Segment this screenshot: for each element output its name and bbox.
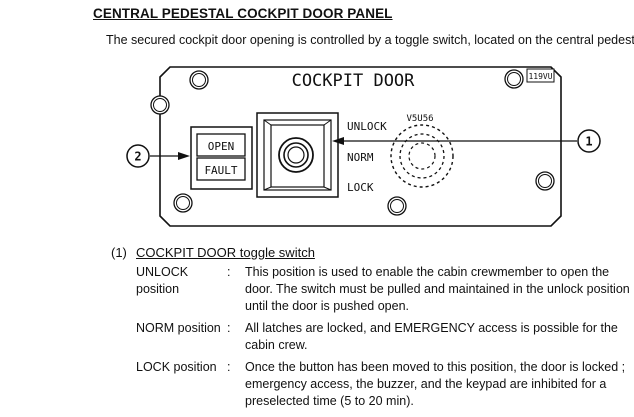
ref-code: 119VU xyxy=(528,72,552,81)
ref-code-box xyxy=(526,68,555,83)
section-title: CENTRAL PEDESTAL COCKPIT DOOR PANEL xyxy=(93,6,393,21)
position-unlock-label: UNLOCK xyxy=(347,120,387,133)
speaker-code: V5U56 xyxy=(406,114,433,124)
position-norm-label: NORM xyxy=(347,151,374,164)
norm-position-colon: : xyxy=(227,321,231,335)
screw-top-left xyxy=(189,70,209,90)
lock-position-label: LOCK position xyxy=(136,360,217,374)
norm-position-label: NORM position xyxy=(136,321,221,335)
screw-bottom-left xyxy=(173,193,193,213)
position-lock-label: LOCK xyxy=(347,181,374,194)
indicator-open-label: OPEN xyxy=(208,140,235,153)
callout-1-number: 1 xyxy=(585,135,592,149)
indicator-open-cell xyxy=(196,133,246,157)
indicator-fault-cell xyxy=(196,157,246,181)
callout-2-number: 2 xyxy=(134,150,141,164)
screw-middle-right xyxy=(535,171,555,191)
lock-position-description: Once the button has been moved to this p… xyxy=(245,360,626,408)
cockpit-door-panel-diagram: COCKPIT DOOR 119VU OPEN FAULT UNLOCK NOR… xyxy=(126,66,601,227)
toggle-switch xyxy=(256,112,339,198)
callout-1-arrowhead xyxy=(332,137,344,145)
norm-position-description: All latches are locked, and EMERGENCY ac… xyxy=(245,321,618,352)
lock-position-colon: : xyxy=(227,360,231,374)
indicator-fault-label: FAULT xyxy=(204,164,237,177)
unlock-position-colon: : xyxy=(227,265,231,279)
item-number: (1) xyxy=(111,245,127,260)
callout-1-circle xyxy=(577,129,601,153)
screw-middle-left xyxy=(150,95,170,115)
screw-top-right xyxy=(504,69,524,89)
unlock-position-description: This position is used to enable the cabi… xyxy=(245,265,630,313)
item-title: COCKPIT DOOR toggle switch xyxy=(136,245,315,260)
callout-2-arrowhead xyxy=(178,152,190,160)
intro-text: The secured cockpit door opening is cont… xyxy=(106,33,634,47)
callout-2-circle xyxy=(126,144,150,168)
speaker-grille xyxy=(390,124,454,188)
unlock-position-label: UNLOCK position xyxy=(136,265,189,296)
panel-title: COCKPIT DOOR xyxy=(292,71,416,91)
screw-bottom-right xyxy=(387,196,407,216)
